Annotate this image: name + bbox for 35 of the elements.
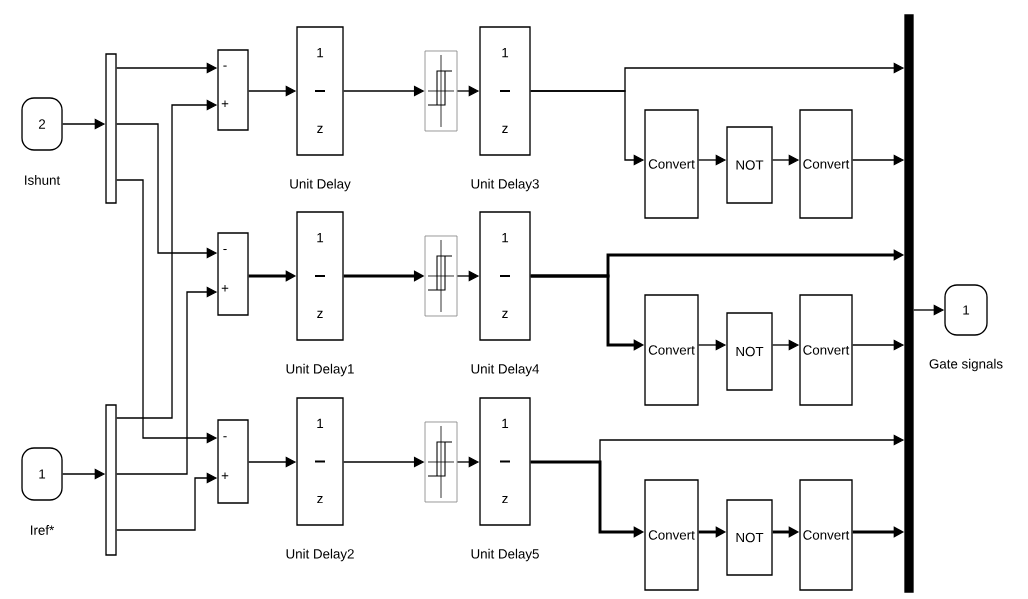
- block-label: Unit Delay1: [286, 363, 354, 377]
- port-block: 1: [944, 284, 988, 336]
- block: Convert: [799, 294, 853, 406]
- block: Convert: [644, 294, 699, 406]
- block-label: Unit Delay4: [471, 363, 540, 377]
- unit-delay-block: 1 z: [479, 26, 531, 156]
- block: Convert: [799, 479, 853, 591]
- unit-delay-block: 1 z: [296, 211, 344, 341]
- port-block: 1: [21, 447, 63, 501]
- block-label: Unit Delay5: [471, 548, 539, 562]
- port-block: 2: [21, 97, 63, 151]
- unit-delay-block: 1 z: [296, 26, 344, 156]
- block: Convert: [799, 109, 853, 219]
- unit-delay-block: 1 z: [479, 397, 531, 526]
- block-label: Unit Delay3: [471, 178, 539, 192]
- relay-block: [424, 235, 458, 317]
- sum-block: - +: [217, 419, 249, 504]
- relay-block: [424, 50, 458, 132]
- sum-block: - +: [217, 232, 249, 316]
- sum-block: - +: [217, 49, 249, 131]
- unit-delay-block: 1 z: [479, 211, 531, 341]
- block-label: Iref*: [31, 525, 55, 535]
- relay-block: [424, 421, 458, 503]
- unit-delay-block: 1 z: [296, 397, 344, 526]
- block: Convert: [644, 479, 699, 591]
- block: NOT: [726, 499, 773, 576]
- block: NOT: [726, 126, 773, 204]
- block-label: Unit Delay: [290, 178, 351, 192]
- block-label: Gate signals: [929, 358, 1003, 372]
- demux-bar: [105, 53, 117, 204]
- block-label: Unit Delay2: [286, 548, 354, 562]
- block-label: Ishunt: [25, 175, 61, 185]
- demux-bar: [105, 404, 117, 556]
- block: NOT: [726, 312, 773, 391]
- block: Convert: [644, 109, 699, 219]
